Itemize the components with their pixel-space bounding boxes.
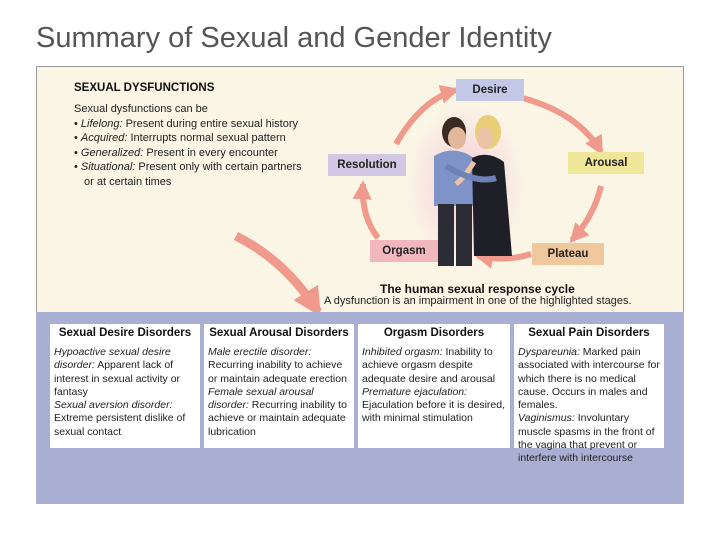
list-text: Recurring inability to achieve or mainta…	[208, 359, 347, 384]
list-item: Dyspareunia: Marked pain associated with…	[518, 346, 662, 412]
list-item: • Situational: Present only with certain…	[74, 160, 306, 189]
arrow-desire-to-arousal	[506, 94, 601, 152]
list-term: Acquired:	[81, 132, 127, 144]
list-item: Premature ejaculation: Ejaculation befor…	[362, 386, 508, 426]
list-term: Vaginismus:	[518, 412, 575, 424]
cycle-caption: The human sexual response cycle	[380, 282, 575, 296]
list-item: Male erectile disorder: Recurring inabil…	[208, 346, 352, 386]
list-term: Situational:	[81, 161, 135, 173]
list-term: Sexual aversion disorder:	[54, 399, 172, 411]
dysfunctions-list: Sexual dysfunctions can be • Lifelong: P…	[74, 102, 306, 189]
stage-desire: Desire	[456, 79, 524, 101]
arrow-arousal-to-plateau	[572, 186, 601, 240]
list-item: Inhibited orgasm: Inability to achieve o…	[362, 346, 508, 386]
column-heading: Sexual Desire Disorders	[50, 327, 200, 339]
list-text: Present during entire sexual history	[123, 118, 298, 130]
dysfunctions-intro: Sexual dysfunctions can be	[74, 102, 306, 117]
list-term: Dyspareunia:	[518, 346, 580, 358]
stage-orgasm: Orgasm	[370, 240, 438, 262]
column-heading: Sexual Pain Disorders	[514, 327, 664, 339]
stage-resolution: Resolution	[328, 154, 406, 176]
stage-arousal: Arousal	[568, 152, 644, 174]
list-item: Hypoactive sexual desire disorder: Appar…	[54, 346, 198, 399]
list-item: Vaginismus: Involuntary muscle spasms in…	[518, 412, 662, 465]
list-text: Extreme persistent dislike of sexual con…	[54, 412, 185, 437]
column-body: Dyspareunia: Marked pain associated with…	[518, 346, 662, 466]
list-term: Inhibited orgasm:	[362, 346, 443, 358]
stage-plateau: Plateau	[532, 243, 604, 265]
list-term: Male erectile disorder:	[208, 346, 311, 358]
slide-title: Summary of Sexual and Gender Identity	[36, 22, 552, 55]
arrow-to-disorders	[236, 236, 318, 312]
list-item: • Generalized: Present in every encounte…	[74, 146, 306, 161]
list-text: Ejaculation before it is desired, with m…	[362, 399, 505, 424]
column-body: Male erectile disorder: Recurring inabil…	[208, 346, 352, 439]
list-item: Sexual aversion disorder: Extreme persis…	[54, 399, 198, 439]
list-item: • Lifelong: Present during entire sexual…	[74, 117, 306, 132]
column-body: Inhibited orgasm: Inability to achieve o…	[362, 346, 508, 426]
list-text: Interrupts normal sexual pattern	[127, 132, 285, 144]
list-item: Female sexual arousal disorder: Recurrin…	[208, 386, 352, 439]
list-item: • Acquired: Interrupts normal sexual pat…	[74, 131, 306, 146]
column-heading: Orgasm Disorders	[358, 327, 510, 339]
column-body: Hypoactive sexual desire disorder: Appar…	[54, 346, 198, 439]
dysfunctions-heading: SEXUAL DYSFUNCTIONS	[74, 82, 214, 94]
list-term: Premature ejaculation:	[362, 386, 467, 398]
cycle-subcaption: A dysfunction is an impairment in one of…	[324, 295, 632, 307]
list-term: Lifelong:	[81, 118, 123, 130]
column-heading: Sexual Arousal Disorders	[204, 327, 354, 339]
list-term: Generalized:	[81, 147, 143, 159]
arrow-orgasm-to-resolution	[363, 184, 378, 238]
list-text: Present in every encounter	[143, 147, 278, 159]
